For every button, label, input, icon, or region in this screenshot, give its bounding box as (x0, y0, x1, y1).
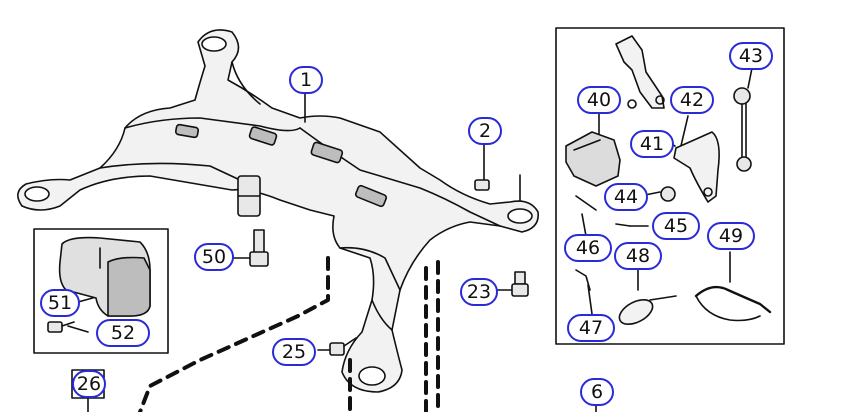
bushing-detail-inset (33, 228, 169, 354)
callout-26: 26 (72, 370, 106, 398)
callout-52: 52 (96, 319, 150, 347)
callout-44: 44 (604, 183, 648, 211)
callout-51: 51 (40, 289, 80, 317)
callout-48: 48 (614, 242, 662, 270)
callout-46: 46 (564, 234, 612, 262)
callout-47: 47 (567, 314, 615, 342)
callout-25: 25 (272, 338, 316, 366)
callout-41: 41 (630, 130, 674, 158)
callout-23: 23 (460, 278, 498, 306)
subframe-part (17, 29, 539, 393)
callout-42: 42 (670, 86, 714, 114)
callout-43: 43 (729, 42, 773, 70)
callout-1: 1 (289, 66, 323, 94)
callout-49: 49 (707, 222, 755, 250)
callout-2: 2 (468, 117, 502, 145)
dashed-guide-lines (138, 256, 440, 414)
fastener-parts (47, 174, 529, 356)
callout-45: 45 (652, 212, 700, 240)
callout-6: 6 (580, 378, 614, 406)
callout-40: 40 (577, 86, 621, 114)
callout-50: 50 (194, 243, 234, 271)
sensor-kit-inset (555, 27, 785, 345)
